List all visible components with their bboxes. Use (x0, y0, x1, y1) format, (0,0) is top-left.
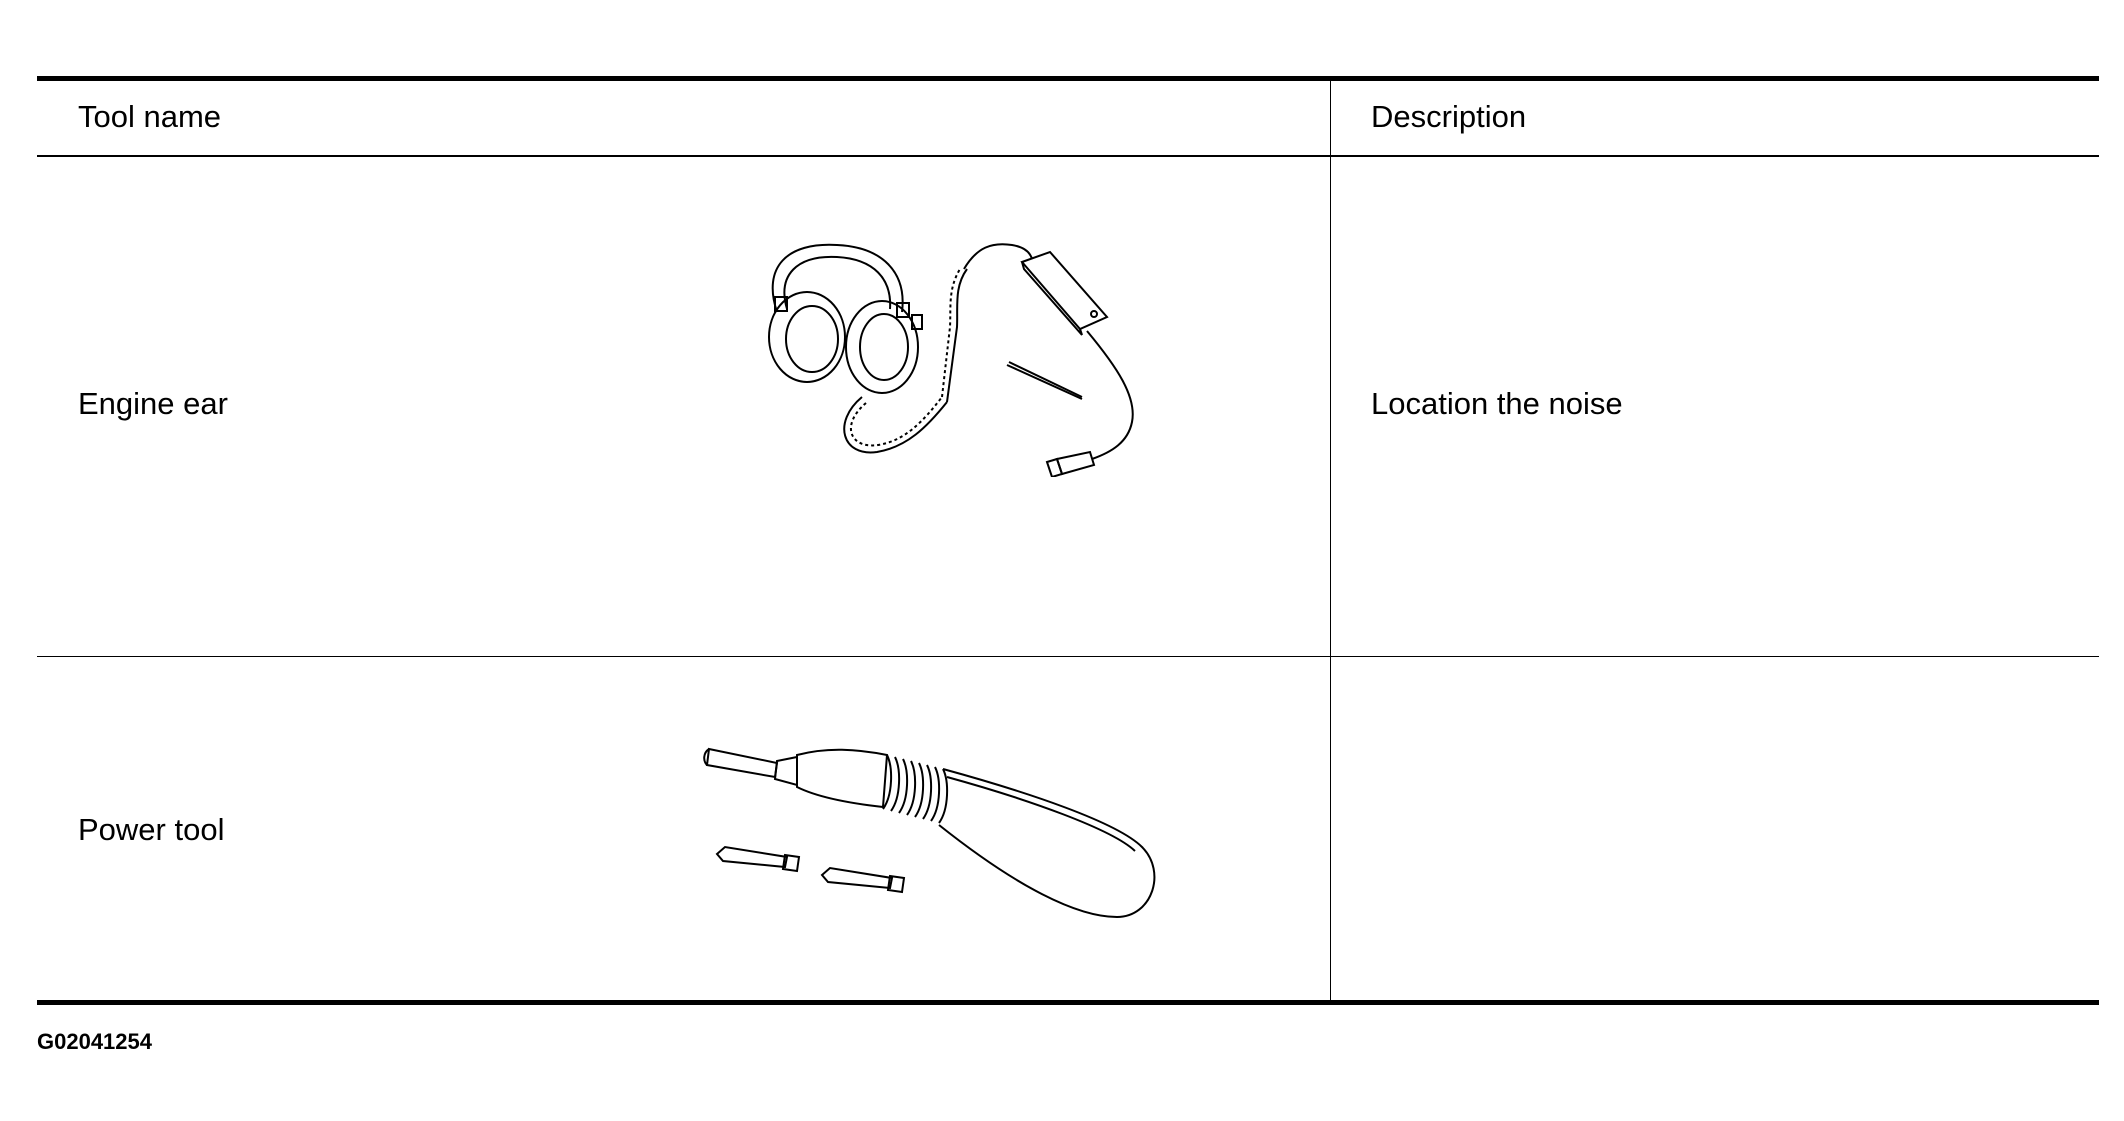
figure-code: G02041254 (37, 1029, 152, 1054)
column-divider (1330, 157, 1331, 656)
header-description: Description (1371, 99, 1527, 134)
table-row: Power tool (37, 657, 2099, 1005)
tool-name-cell: Engine ear (78, 386, 228, 421)
header-tool-name: Tool name (78, 99, 222, 134)
description-cell: Location the noise (1371, 386, 1623, 421)
table-row: Engine ear (37, 157, 2099, 657)
power-screwdriver-image (703, 747, 1156, 919)
tool-table: Tool name Description Engine ear (37, 76, 2099, 1005)
engine-ear-image (768, 243, 1134, 477)
table-header-row: Tool name Description (37, 81, 2099, 157)
column-divider (1330, 657, 1331, 1005)
column-divider (1330, 81, 1331, 155)
tool-name-cell: Power tool (78, 812, 225, 847)
